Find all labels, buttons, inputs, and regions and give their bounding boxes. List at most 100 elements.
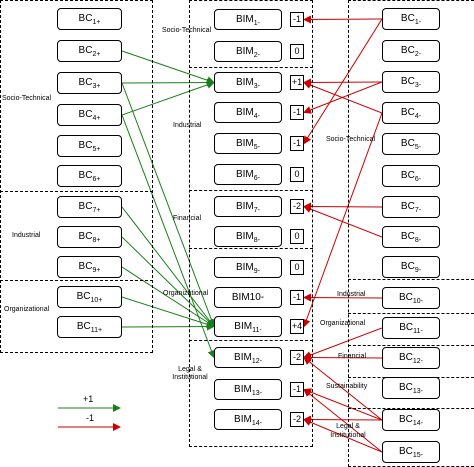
left-bc-node-label: BC10+ (76, 291, 103, 304)
negative-edge (303, 15, 383, 24)
bim-score: 0 (290, 229, 304, 244)
center-group-label: Financial (173, 215, 202, 222)
left-bc-node: BC3+ (57, 72, 122, 94)
center-bim-node: BIM14- (214, 409, 282, 430)
positive-edge (121, 81, 215, 116)
center-bim-node-label: BIM12- (234, 352, 262, 365)
right-bc-node: BC10- (382, 287, 440, 309)
bim-score: 0 (290, 167, 304, 182)
center-separator (189, 248, 313, 249)
bim-score: -1 (290, 136, 304, 151)
center-group-label: Legal & (178, 366, 202, 373)
left-bc-node-label: BC11+ (76, 321, 103, 334)
right-group-label: Organizational (320, 320, 366, 327)
right-bc-node: BC8- (382, 226, 440, 248)
left-bc-node: BC9+ (57, 256, 122, 278)
right-bc-node-label: BC14- (398, 414, 424, 427)
bim-score: -1 (290, 105, 304, 120)
right-bc-node-label: BC12- (398, 352, 424, 365)
center-bim-node-label: BIM7- (235, 201, 260, 214)
positive-edge (121, 82, 216, 328)
left-bc-node: BC10+ (57, 286, 122, 308)
left-bc-node: BC7+ (57, 196, 122, 218)
right-bc-node-label: BC13- (398, 382, 424, 395)
left-bc-node-label: BC1+ (78, 13, 101, 26)
left-group-label: Socio-Technical (2, 95, 52, 102)
right-group-label: Sustainability (326, 383, 368, 390)
left-bc-node: BC8+ (57, 226, 122, 248)
negative-edge (303, 205, 383, 238)
center-separator (189, 190, 313, 191)
left-bc-node: BC6+ (57, 165, 122, 187)
negative-edge (303, 356, 383, 421)
right-bc-node: BC4- (382, 102, 440, 124)
center-group-label: Institutional (172, 374, 208, 381)
left-bc-node: BC5+ (57, 135, 122, 157)
negative-edge (303, 202, 383, 211)
center-bim-node: BIM10- (214, 287, 282, 308)
right-group-label: Industrial (337, 291, 366, 298)
edges-layer (121, 15, 383, 453)
left-separator (0, 191, 153, 192)
bim-score: +1 (290, 75, 304, 90)
right-bc-node: BC5- (382, 133, 440, 155)
center-bim-node-label: BIM13- (234, 384, 262, 397)
center-bim-node: BIM11- (214, 316, 282, 337)
left-bc-node-label: BC2+ (78, 45, 101, 58)
left-bc-node-label: BC6+ (78, 170, 101, 183)
right-bc-node-label: BC11- (399, 322, 423, 335)
left-group-label: Industrial (12, 232, 41, 239)
right-bc-node-label: BC7- (400, 201, 422, 214)
right-bc-node: BC7- (382, 196, 440, 218)
center-bim-node-label: BIM5- (235, 138, 260, 151)
center-bim-node: BIM6- (214, 164, 282, 185)
right-bc-node-label: BC1- (400, 13, 422, 26)
right-bc-node: BC9- (382, 256, 440, 278)
positive-edge (121, 236, 215, 328)
negative-edge (303, 415, 383, 424)
center-bim-node: BIM5- (214, 133, 282, 154)
center-bim-node-label: BIM8- (235, 231, 260, 244)
legend-lines (58, 404, 121, 431)
center-bim-node-label: BIM4- (235, 107, 260, 120)
bim-score: -2 (290, 350, 304, 365)
negative-edge (303, 18, 383, 145)
center-bim-node-label: BIM1- (235, 14, 260, 27)
positive-edge (121, 50, 215, 85)
center-bim-node: BIM9- (214, 257, 282, 278)
center-bim-node: BIM7- (214, 196, 282, 217)
negative-edge (303, 81, 383, 114)
right-bc-node-label: BC5- (400, 138, 422, 151)
positive-edge (121, 78, 215, 87)
negative-edge (303, 327, 383, 359)
right-bc-node-label: BC10- (398, 292, 424, 305)
left-group-label: Organizational (4, 306, 50, 313)
legend-negative-label: -1 (86, 413, 95, 423)
bim-score: 0 (290, 260, 304, 275)
center-bim-node: BIM4- (214, 102, 282, 123)
positive-edge (121, 206, 215, 328)
bim-score: +4 (290, 319, 304, 334)
center-bim-node-label: BIM6- (235, 169, 260, 182)
center-separator (189, 340, 313, 341)
right-bc-node: BC11- (382, 317, 440, 339)
center-separator (189, 67, 313, 68)
right-bc-node: BC2- (382, 40, 440, 62)
left-bc-node-label: BC9+ (78, 261, 101, 274)
right-bc-node: BC6- (382, 165, 440, 187)
center-bim-node: BIM8- (214, 226, 282, 247)
bim-score: 0 (290, 44, 304, 59)
center-bim-node: BIM3- (214, 72, 282, 93)
left-bc-node-label: BC4+ (78, 109, 101, 122)
left-column-box (0, 0, 153, 353)
center-bim-node: BIM12- (214, 347, 282, 368)
center-group-label: Socio-Technical (162, 27, 212, 34)
right-bc-node: BC14- (382, 409, 440, 431)
negative-edge (303, 353, 383, 362)
left-bc-node: BC1+ (57, 8, 122, 30)
bim-score: -1 (290, 382, 304, 397)
right-group-label: Institutional (330, 432, 366, 439)
left-bc-node-label: BC3+ (78, 77, 101, 90)
right-group-label: Socio-Technical (326, 136, 376, 143)
